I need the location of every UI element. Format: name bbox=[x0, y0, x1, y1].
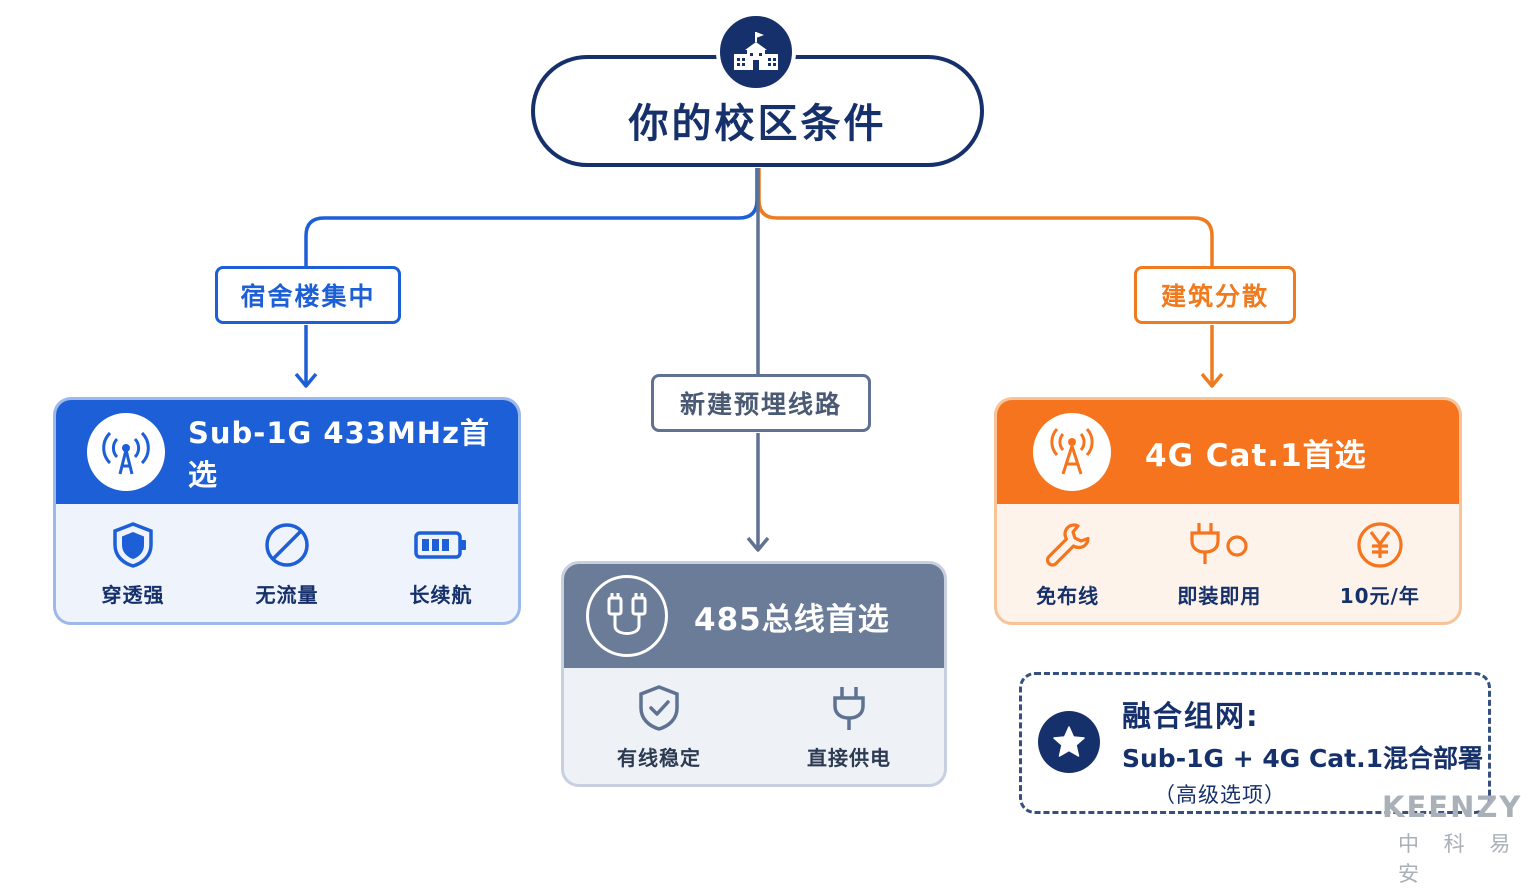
condition-new-prewired: 新建预埋线路 bbox=[651, 374, 871, 432]
shield-icon bbox=[113, 522, 153, 568]
feature-direct-power: 直接供电 bbox=[807, 684, 891, 771]
wireless-tower-icon bbox=[82, 408, 170, 496]
school-building-icon bbox=[716, 12, 796, 92]
condition-dorm-concentrated: 宿舍楼集中 bbox=[215, 266, 401, 324]
arrow-gray bbox=[746, 536, 770, 552]
connector-orange bbox=[757, 168, 1214, 266]
root-title: 你的校区条件 bbox=[628, 101, 887, 147]
fusion-title: 融合组网: bbox=[1122, 699, 1260, 733]
brand-name: 中 科 易 安 bbox=[1398, 832, 1520, 886]
feature-wired-stable: 有线稳定 bbox=[617, 684, 701, 771]
fusion-detail: Sub-1G + 4G Cat.1混合部署 bbox=[1122, 744, 1484, 773]
no-data-icon bbox=[265, 523, 309, 567]
shield-check-icon bbox=[639, 685, 679, 731]
feature-plug-and-play: 即装即用 bbox=[1177, 520, 1261, 609]
card-4g-title: 4G Cat.1首选 bbox=[1145, 437, 1367, 474]
star-icon bbox=[1038, 711, 1100, 773]
feature-annual-fee: 10元/年 bbox=[1340, 520, 1420, 609]
wrench-icon bbox=[1045, 523, 1090, 567]
feature-no-wiring: 免布线 bbox=[1036, 520, 1099, 609]
arrow-blue bbox=[294, 372, 318, 388]
brand-watermark: KEENZY 中 科 易 安 bbox=[1382, 790, 1532, 886]
connector-blue bbox=[304, 168, 759, 266]
fusion-network-note: 融合组网: Sub-1G + 4G Cat.1混合部署 （高级选项） bbox=[1019, 672, 1491, 814]
card-sub1g-title: Sub-1G 433MHz首选 bbox=[188, 416, 490, 492]
card-485-title: 485总线首选 bbox=[694, 601, 890, 638]
condition-buildings-scattered: 建筑分散 bbox=[1134, 266, 1296, 324]
card-485-header: 485总线首选 bbox=[564, 564, 944, 668]
feature-long-battery: 长续航 bbox=[410, 521, 473, 608]
plug-socket-icon bbox=[1190, 523, 1249, 564]
card-4g-header: 4G Cat.1首选 bbox=[997, 400, 1459, 504]
battery-icon bbox=[414, 531, 466, 559]
cell-antenna-icon bbox=[1033, 413, 1111, 491]
feature-no-data: 无流量 bbox=[256, 521, 319, 608]
brand-logo: KEENZY bbox=[1382, 790, 1523, 824]
card-485-bus: 485总线首选 有线稳定 直接供电 bbox=[561, 561, 947, 787]
yen-coin-icon bbox=[1357, 522, 1403, 568]
card-4g-cat1: 4G Cat.1首选 免布线 即装即用 10元/年 bbox=[994, 397, 1462, 625]
connector-lines bbox=[294, 168, 1224, 552]
plug-icon bbox=[833, 687, 865, 730]
card-sub1g-header: Sub-1G 433MHz首选 bbox=[56, 400, 518, 504]
arrow-orange bbox=[1200, 372, 1224, 388]
cable-connector-icon bbox=[586, 575, 668, 657]
fusion-option-note: （高级选项） bbox=[1154, 783, 1286, 807]
feature-penetration: 穿透强 bbox=[102, 521, 165, 608]
card-sub1g: Sub-1G 433MHz首选 穿透强 无流量 长续航 bbox=[53, 397, 521, 625]
